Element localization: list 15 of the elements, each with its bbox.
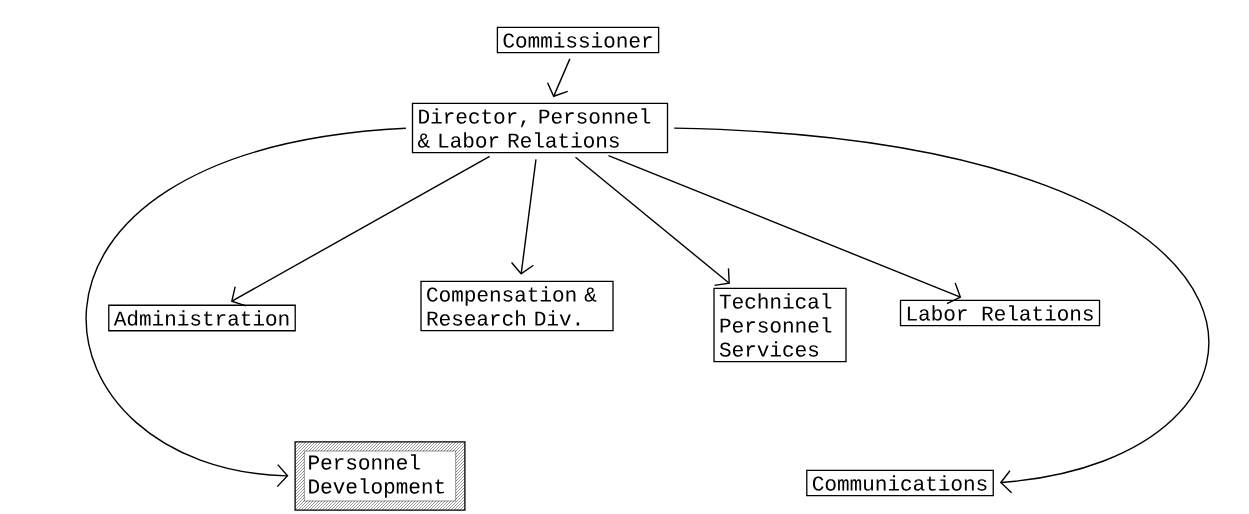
arrow <box>574 156 730 287</box>
hatched-box: Personnel Development <box>294 441 466 511</box>
arrow <box>231 155 491 307</box>
arrow <box>510 158 537 275</box>
box: Commissioner <box>496 26 660 54</box>
box: Technical Personnel Services <box>713 287 847 363</box>
box: Compensation & Research Div. <box>420 280 614 332</box>
box: Communications <box>806 469 994 497</box>
box: Administration <box>108 304 296 332</box>
arrow <box>546 58 571 98</box>
box: Labor Relations <box>899 299 1101 327</box>
arrow <box>673 127 1210 494</box>
arrow <box>85 127 407 488</box>
box: Director, Personnel & Labor Relations <box>411 102 669 154</box>
arrow <box>607 154 962 305</box>
